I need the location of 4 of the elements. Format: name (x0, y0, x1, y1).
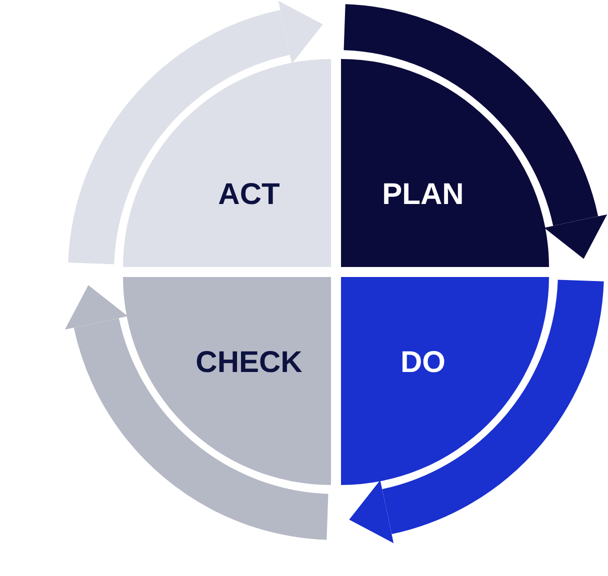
phase-label: PLAN (382, 178, 464, 212)
phase-label: DO (400, 346, 446, 380)
phase-label: ACT (218, 178, 280, 212)
phase-label: CHECK (196, 346, 302, 380)
